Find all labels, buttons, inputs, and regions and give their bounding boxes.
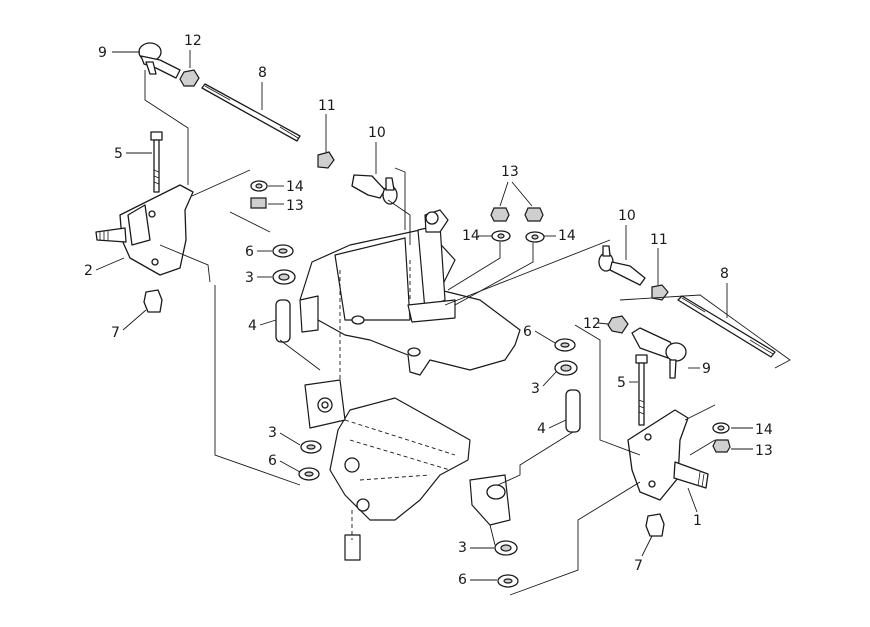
callout-3-left-low: 3 [268, 425, 277, 441]
callout-6-left: 6 [245, 244, 254, 260]
callout-10-left: 10 [368, 125, 386, 141]
callout-8-right: 8 [720, 266, 729, 282]
upper-frame-assembly [299, 209, 521, 400]
callout-9-right: 9 [702, 361, 711, 377]
callout-14-center-r: 14 [558, 228, 576, 244]
callout-13-center: 13 [501, 164, 519, 180]
callout-13-left: 13 [286, 198, 304, 214]
callout-4-left: 4 [248, 318, 257, 334]
callout-14-center-l: 14 [462, 228, 480, 244]
right-tie-rod-assembly [444, 239, 791, 596]
callout-3-left: 3 [245, 270, 254, 286]
callout-3-bottom: 3 [458, 540, 467, 556]
callout-5-right: 5 [617, 375, 626, 391]
callout-12-right: 12 [583, 316, 601, 332]
callout-14-left: 14 [286, 179, 304, 195]
callout-11-right: 11 [650, 232, 668, 248]
callout-1: 1 [693, 513, 702, 529]
callout-6-mid: 6 [523, 324, 532, 340]
lower-frame-assembly [304, 379, 511, 561]
callout-8-left: 8 [258, 65, 267, 81]
callout-9-left: 9 [98, 45, 107, 61]
callout-6-bottom: 6 [458, 572, 467, 588]
callout-14-right: 14 [755, 422, 773, 438]
callout-5-left: 5 [114, 146, 123, 162]
callout-3-mid: 3 [531, 381, 540, 397]
callout-7-left: 7 [111, 325, 120, 341]
callout-13-right: 13 [755, 443, 773, 459]
callout-7-right: 7 [634, 558, 643, 574]
callout-4-mid: 4 [537, 421, 546, 437]
callout-labels: 9 12 8 11 10 5 14 13 2 6 3 4 7 3 6 13 14… [84, 33, 773, 588]
callout-2: 2 [84, 263, 93, 279]
callout-10-right: 10 [618, 208, 636, 224]
center-fasteners [447, 207, 545, 306]
left-tie-rod-assembly [95, 42, 411, 486]
callout-12-left: 12 [184, 33, 202, 49]
callout-11-left: 11 [318, 98, 336, 114]
callout-6-left-low: 6 [268, 453, 277, 469]
